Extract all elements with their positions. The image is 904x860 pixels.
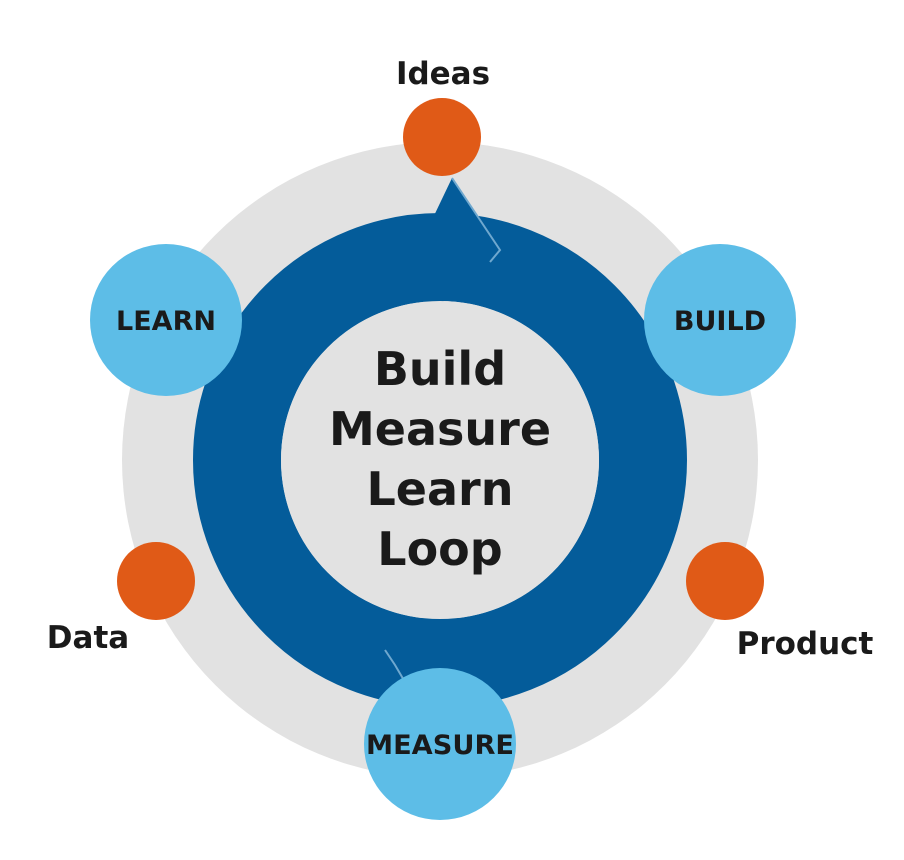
stage-learn-label: LEARN — [116, 306, 216, 337]
inner-disc — [281, 301, 599, 619]
loop-arrow-top — [420, 178, 500, 318]
center-title-line-2: Measure — [329, 402, 551, 456]
center-title-line-1: Build — [374, 342, 506, 396]
stage-measure-circle — [364, 668, 516, 820]
center-title-line-3: Learn — [367, 462, 514, 516]
stage-build-circle — [644, 244, 796, 396]
stage-build: BUILD — [644, 244, 796, 396]
output-product-label: Product — [737, 626, 874, 662]
output-data-dot — [117, 542, 195, 620]
output-product-dot — [686, 542, 764, 620]
stage-learn-circle — [90, 244, 242, 396]
center-title: Build Measure Learn Loop — [329, 342, 551, 576]
stage-build-label: BUILD — [674, 306, 766, 337]
output-ideas-label: Ideas — [396, 56, 490, 92]
stage-learn: LEARN — [90, 244, 242, 396]
output-data-label: Data — [47, 620, 129, 656]
output-ideas-dot — [403, 98, 481, 176]
stage-measure: MEASURE — [364, 668, 516, 820]
center-title-line-4: Loop — [377, 522, 502, 576]
loop-arrow-top-edge — [451, 177, 502, 263]
stage-measure-label: MEASURE — [366, 730, 514, 761]
